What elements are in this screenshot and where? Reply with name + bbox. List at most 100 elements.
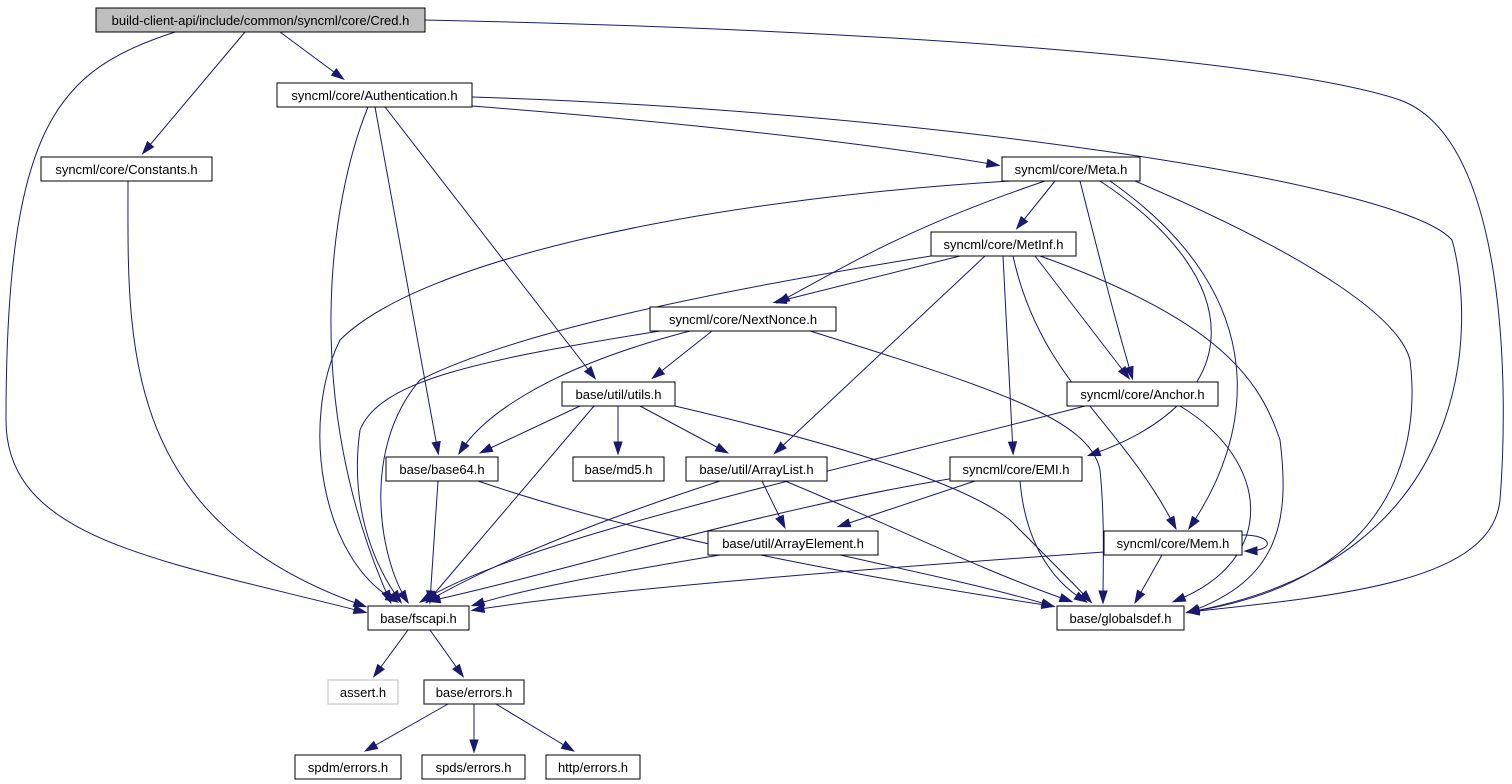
node-nextnonce-h[interactable]: syncml/core/NextNonce.h [649,306,837,332]
edge-nextnonce-globalsdef [809,330,1108,605]
arrowhead [1117,365,1131,380]
edge-auth-utils [384,106,597,380]
node-label: syncml/core/Meta.h [1015,162,1128,177]
node-authentication-h[interactable]: syncml/core/Authentication.h [276,82,473,108]
edge-auth-base64 [374,106,441,456]
arrowhead [1185,604,1201,614]
arrowhead [470,597,486,607]
node-anchor-h[interactable]: syncml/core/Anchor.h [1066,381,1219,407]
arrowhead [352,604,368,614]
node-label: base/util/ArrayList.h [699,462,813,477]
node-errors-h[interactable]: base/errors.h [423,679,525,705]
edge-meta-metinf [1015,180,1056,230]
edge-nextnonce-base64 [458,330,691,456]
arrowhead [426,594,442,604]
arrowhead [613,441,623,456]
node-label: build-client-api/include/common/syncml/c… [112,13,410,28]
node-label: base/fscapi.h [380,611,457,626]
node-assert-h[interactable]: assert.h [327,679,399,705]
arrowhead [714,442,730,454]
edge-emi-fscapi [426,477,956,604]
arrowhead [1187,515,1200,530]
edge-utils-fscapi [425,405,595,604]
arrowhead [1040,598,1056,608]
edge-base64-fscapi [426,480,439,605]
edge-cred-fscapi [5,31,368,614]
arrowhead [452,663,465,678]
arrowhead [1124,365,1134,381]
edge-metinf-anchor [1034,255,1131,380]
arrowhead [478,443,494,454]
arrowhead [363,740,379,752]
edge-utils-md5 [613,406,623,456]
arrowhead [397,589,409,605]
arrowhead [469,739,479,754]
node-label: base/base64.h [399,462,484,477]
arrowhead [773,441,787,455]
arrowhead [330,67,345,81]
node-label: syncml/core/Constants.h [55,162,197,177]
edge-cred-constants [141,31,246,155]
arrowhead [583,365,597,380]
node-label: spds/errors.h [436,760,512,775]
edge-nextnonce-fscapi [356,330,661,604]
edge-utils-base64 [478,405,581,454]
node-cred-h[interactable]: build-client-api/include/common/syncml/c… [95,7,426,33]
arrowhead [470,603,486,614]
edge-meta-anchor [1079,180,1134,381]
edge-errors-http [495,703,576,752]
node-globalsdef-h[interactable]: base/globalsdef.h [1056,605,1185,631]
edge-metinf-nextnonce [772,255,961,305]
node-meta-h[interactable]: syncml/core/Meta.h [1001,156,1141,182]
node-label: base/md5.h [585,462,653,477]
arrowhead [1058,593,1074,603]
node-label: base/globalsdef.h [1070,611,1172,626]
node-base64-h[interactable]: base/base64.h [385,456,499,482]
node-http-errors-h[interactable]: http/errors.h [545,754,641,780]
node-utils-h[interactable]: base/util/utils.h [561,381,676,407]
edge-arraylist-arrayelement [761,480,786,530]
edge-metinf-fscapi [380,255,932,605]
arrowhead [1098,590,1108,605]
node-fscapi-h[interactable]: base/fscapi.h [367,605,470,631]
node-arrayelement-h[interactable]: base/util/ArrayElement.h [707,530,879,556]
node-arraylist-h[interactable]: base/util/ArrayList.h [685,456,828,482]
edge-fscapi-errors [429,629,465,678]
edge-arraylist-fscapi [424,480,721,603]
arrowhead [985,158,1001,168]
edge-errors-spds [469,704,479,754]
edge-metinf-arraylist [773,255,986,455]
node-metinf-h[interactable]: syncml/core/MetInf.h [930,231,1077,257]
edge-cred-globalsdef [424,19,1504,616]
edge-fscapi-assert [372,629,409,678]
arrowhead [1073,591,1089,603]
edge-anchor-globalsdef [1171,405,1252,603]
node-label: base/errors.h [436,685,513,700]
node-label: spdm/errors.h [308,760,388,775]
arrowhead [836,518,852,528]
edge-errors-spdm [363,703,449,752]
node-spds-errors-h[interactable]: spds/errors.h [421,754,526,780]
node-label: syncml/core/Anchor.h [1080,387,1204,402]
node-spdm-errors-h[interactable]: spdm/errors.h [294,754,402,780]
arrowhead [390,589,403,604]
node-emi-h[interactable]: syncml/core/EMI.h [949,456,1083,482]
edge-arrayelement-globalsdef [839,554,1056,608]
arrowhead [1134,589,1146,605]
node-label: syncml/core/EMI.h [963,462,1070,477]
edge-utils-globalsdef [674,405,1093,604]
edge-auth-globalsdef [471,96,1463,615]
arrowhead [1165,515,1177,531]
node-mem-h[interactable]: syncml/core/Mem.h [1103,530,1243,556]
edge-auth-meta [471,105,1001,168]
edge-meta-fscapi [319,180,1011,603]
arrowhead [560,740,576,752]
node-label: syncml/core/Authentication.h [291,88,457,103]
arrowhead [431,440,441,456]
edge-emi-arrayelement [836,480,976,528]
node-md5-h[interactable]: base/md5.h [572,456,665,482]
node-constants-h[interactable]: syncml/core/Constants.h [40,156,213,182]
node-label: assert.h [340,685,386,700]
edge-mem-globalsdef [1134,554,1163,605]
